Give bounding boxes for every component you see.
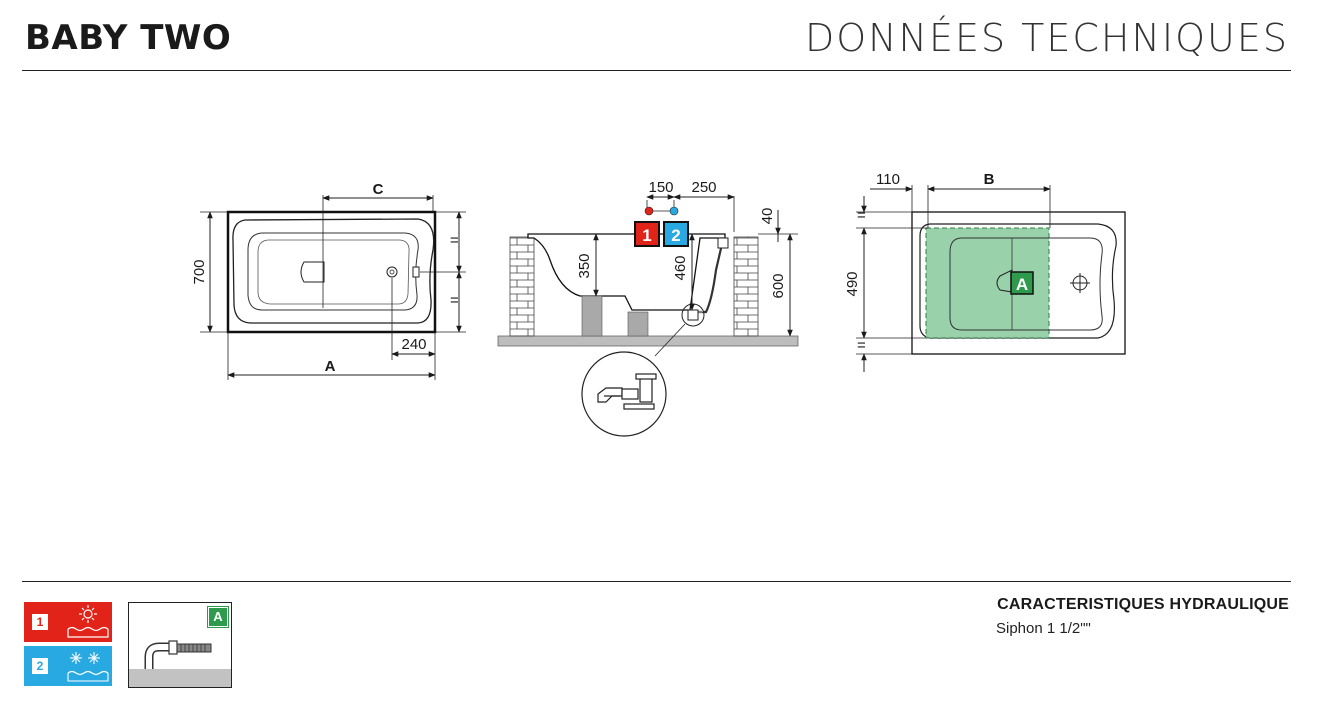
top-view-basin bbox=[247, 232, 419, 311]
cold-connection-dot bbox=[669, 206, 679, 216]
page-title: BABY TWO bbox=[25, 18, 232, 58]
cold-legend-number: 2 bbox=[32, 658, 48, 674]
water-legend: 1 2 bbox=[24, 602, 112, 690]
top-view-drain bbox=[386, 266, 398, 278]
top-view-inner-step bbox=[257, 239, 410, 305]
waste-pipe bbox=[694, 243, 724, 314]
dim-490-label: 490 bbox=[844, 271, 861, 296]
support-left bbox=[581, 295, 603, 337]
dim-c-label: C bbox=[373, 181, 384, 198]
siphon-legend-box: A bbox=[128, 602, 232, 688]
plan-headrest bbox=[996, 269, 1013, 293]
dim-b-label: B bbox=[984, 171, 995, 188]
top-view-outline bbox=[226, 210, 437, 334]
siphon-detail-icon bbox=[597, 373, 657, 410]
dim-250-label: 250 bbox=[691, 179, 716, 196]
dim-110-label: 110 bbox=[876, 171, 900, 188]
footer-divider bbox=[22, 581, 1291, 582]
sun-water-icon bbox=[67, 605, 109, 638]
equal-mark: = bbox=[857, 337, 866, 354]
plan-view-drawing: A 110 B = = 490 bbox=[844, 171, 1126, 372]
right-brick-wall bbox=[733, 236, 759, 337]
svg-text:2: 2 bbox=[671, 226, 680, 245]
dim-600-label: 600 bbox=[770, 273, 787, 298]
hydraulics-value: Siphon 1 1/2"" bbox=[996, 620, 1091, 637]
dim-700-label: 700 bbox=[191, 259, 208, 284]
svg-text:A: A bbox=[1016, 275, 1028, 294]
siphon-pipe-icon bbox=[129, 640, 231, 687]
dim-240-label: 240 bbox=[401, 336, 426, 353]
siphon-badge: A bbox=[207, 606, 229, 628]
cold-water-legend: 2 bbox=[24, 646, 112, 686]
left-brick-wall bbox=[509, 236, 535, 337]
dim-a-label: A bbox=[325, 358, 336, 375]
svg-text:1: 1 bbox=[642, 226, 651, 245]
hot-connection-dot bbox=[644, 206, 654, 216]
dim-40-label: 40 bbox=[759, 208, 776, 225]
support-right bbox=[627, 311, 649, 337]
plan-basin bbox=[949, 237, 1103, 331]
plan-rim bbox=[919, 223, 1117, 339]
top-view-overflow bbox=[412, 266, 420, 278]
hot-legend-number: 1 bbox=[32, 614, 48, 630]
tub-section bbox=[527, 233, 726, 311]
section-view-drawing: 150 250 1 2 40 600 350 460 bbox=[497, 179, 799, 437]
dim-350-label: 350 bbox=[576, 253, 593, 278]
hot-water-badge: 1 bbox=[634, 221, 660, 247]
hydraulics-title: CARACTERISTIQUES HYDRAULIQUE bbox=[997, 596, 1289, 613]
top-view-rim bbox=[232, 218, 435, 324]
page-subtitle: DONNÉES TECHNIQUES bbox=[804, 16, 1289, 60]
dim-460-label: 460 bbox=[672, 255, 689, 280]
cold-water-badge: 2 bbox=[663, 221, 689, 247]
dim-150-label: 150 bbox=[648, 179, 673, 196]
snowflake-water-icon bbox=[67, 652, 109, 682]
equal-mark: = bbox=[450, 292, 459, 309]
top-view-headrest bbox=[300, 261, 325, 283]
hot-water-legend: 1 bbox=[24, 602, 112, 642]
floor bbox=[497, 335, 799, 347]
plan-zone-a-badge: A bbox=[1010, 271, 1034, 295]
header-divider bbox=[22, 70, 1291, 71]
technical-drawings: C 700 = = 240 A bbox=[191, 171, 1126, 437]
equal-mark: = bbox=[450, 232, 459, 249]
top-view-drawing: C 700 = = 240 A bbox=[191, 181, 466, 380]
equal-mark: = bbox=[857, 207, 866, 224]
